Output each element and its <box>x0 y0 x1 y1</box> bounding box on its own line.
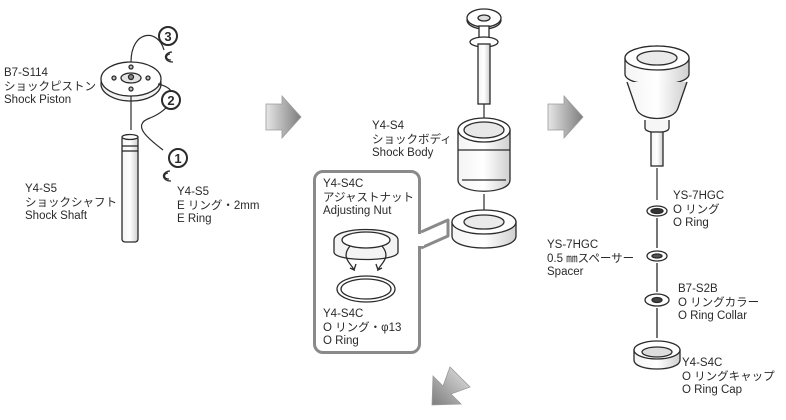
spacer-code: YS-7HGC <box>547 239 599 251</box>
step-2-marker: 2 <box>161 90 181 110</box>
o-ring-collar-label: B7-S2B O リングカラー O Ring Collar <box>678 283 759 324</box>
o-ring-label: YS-7HGC O リング O Ring <box>673 190 724 231</box>
adjusting-nut-drawing <box>451 209 517 249</box>
e-ring-code: Y4-S5 <box>177 186 209 198</box>
o-ring-collar-name-en: O Ring Collar <box>678 310 748 322</box>
shock-shaft-code: Y4-S5 <box>25 183 57 195</box>
shaft-assembly-drawing <box>466 8 502 105</box>
o-ring-cap-name-en: O Ring Cap <box>682 384 743 396</box>
shock-piston-label: B7-S114 ショックピストン Shock Piston <box>4 67 96 108</box>
o-ring-13-name-en: O Ring <box>323 335 359 347</box>
arrow-right-icon <box>547 94 584 140</box>
shock-body-code: Y4-S4 <box>372 120 404 132</box>
spacer-drawing <box>646 250 668 292</box>
adjusting-nut-code: Y4-S4C <box>323 178 364 190</box>
o-ring-13-code: Y4-S4C <box>323 308 364 320</box>
step-1-marker: 1 <box>168 148 188 168</box>
o-ring-13-name-ja: O リング・φ13 <box>323 321 402 334</box>
adjusting-nut-name-en: Adjusting Nut <box>323 205 392 217</box>
e-ring-name-en: E Ring <box>177 213 212 225</box>
svg-text:3: 3 <box>164 29 171 44</box>
shock-shaft-label: Y4-S5 ショックシャフト Shock Shaft <box>25 183 117 224</box>
spacer-name-ja: 0.5 ㎜スペーサー <box>547 252 635 265</box>
adjusting-nut-callout <box>313 170 421 354</box>
adjusting-nut-label: Y4-S4C アジャストナット Adjusting Nut <box>323 178 414 219</box>
spacer-name-en: Spacer <box>547 266 584 278</box>
arrow-down-left-icon <box>431 366 471 406</box>
adjusting-nut-name-ja: アジャストナット <box>323 191 414 204</box>
shock-body-drawing <box>457 117 511 192</box>
svg-text:1: 1 <box>174 151 181 166</box>
o-ring-13-label: Y4-S4C O リング・φ13 O Ring <box>323 308 401 349</box>
o-ring-cap-drawing <box>633 340 681 370</box>
o-ring-collar-drawing <box>644 293 670 338</box>
o-ring-collar-name-ja: O リングカラー <box>678 296 760 309</box>
shock-body-name-en: Shock Body <box>372 147 434 159</box>
o-ring-installation-drawing <box>333 228 399 303</box>
shock-shaft-name-en: Shock Shaft <box>25 210 88 222</box>
o-ring-name-en: O Ring <box>673 217 709 229</box>
spacer-label: YS-7HGC 0.5 ㎜スペーサー Spacer <box>547 239 634 280</box>
shock-shaft-name-ja: ショックシャフト <box>25 196 117 209</box>
o-ring-drawing <box>646 205 668 248</box>
arrow-right-icon <box>265 94 302 140</box>
assembled-shock-drawing <box>624 45 690 200</box>
o-ring-name-ja: O リング <box>673 203 720 216</box>
shock-piston-name-ja: ショックピストン <box>4 80 96 93</box>
e-ring-name-ja: E リング・2mm <box>177 199 260 212</box>
e-ring-label: Y4-S5 E リング・2mm E Ring <box>177 186 259 227</box>
step-3-marker: 3 <box>158 26 178 46</box>
o-ring-code: YS-7HGC <box>673 190 725 202</box>
o-ring-cap-name-ja: O リングキャップ <box>682 370 775 383</box>
shock-piston-drawing <box>100 61 162 102</box>
shock-body-label: Y4-S4 ショックボディ Shock Body <box>372 120 452 161</box>
shock-piston-name-en: Shock Piston <box>4 94 72 106</box>
shock-body-name-ja: ショックボディ <box>372 133 452 146</box>
o-ring-cap-code: Y4-S4C <box>682 357 723 369</box>
o-ring-cap-label: Y4-S4C O リングキャップ O Ring Cap <box>682 357 775 398</box>
shock-piston-code: B7-S114 <box>4 67 48 79</box>
svg-text:2: 2 <box>167 93 174 108</box>
shock-shaft-drawing <box>121 133 139 243</box>
e-ring-bottom-drawing <box>162 170 172 182</box>
e-ring-top-drawing <box>164 51 174 63</box>
o-ring-collar-code: B7-S2B <box>678 283 718 295</box>
